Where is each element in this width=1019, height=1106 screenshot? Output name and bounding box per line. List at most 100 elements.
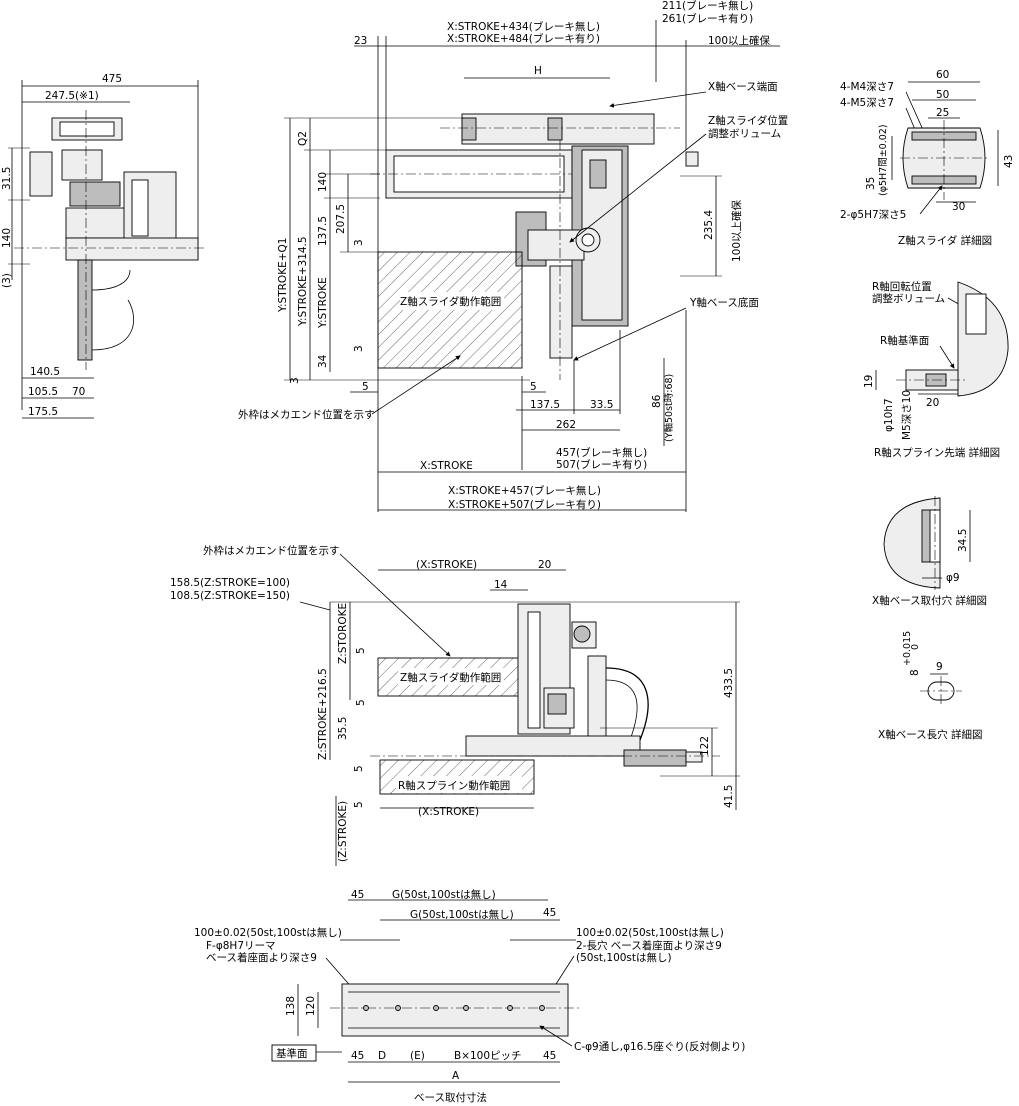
dim-z-storoke: Z:STOROKE <box>337 603 349 664</box>
dim-262: 262 <box>556 419 576 431</box>
zs-dim-50: 50 <box>936 89 949 101</box>
dim-247-5: 247.5(※1) <box>45 90 99 102</box>
dim-5-right: 5 <box>530 381 537 393</box>
r-spline-detail: R軸回転位置 調整ボリューム R軸基準面 19 φ10h7 M5深さ10 20 … <box>863 280 1009 459</box>
note-x-base-end: X軸ベース端面 <box>708 80 778 93</box>
zs-dim-25: 25 <box>936 107 949 119</box>
dim-207-5: 207.5 <box>335 204 347 234</box>
dim-122: 122 <box>699 736 711 756</box>
base-view: 45 G(50st,100stは無し) G(50st,100stは無し) 45 … <box>194 888 745 1104</box>
dim-475: 475 <box>102 73 122 85</box>
rs-dim-m5: M5深さ10 <box>901 390 913 440</box>
rs-dim-19: 19 <box>863 375 875 388</box>
dim-A: A <box>452 1070 460 1082</box>
dim-140-5: 140.5 <box>30 366 60 378</box>
note-z-slider-adjust-1: Z軸スライダ位置 <box>708 114 788 127</box>
rs-caption: R軸スプライン先端 詳細図 <box>874 446 1000 459</box>
dim-z-stroke-216-5: Z:STROKE+216.5 <box>317 668 329 760</box>
r-range-front-label: R軸スプライン動作範囲 <box>398 779 510 792</box>
rs-note-3: R軸基準面 <box>880 334 929 347</box>
dim-x-stroke-front-bottom: (X:STROKE) <box>418 806 479 818</box>
dim-Q2: Q2 <box>297 131 309 146</box>
note-y-base-bottom: Y軸ベース底面 <box>689 296 759 309</box>
dim-y-stroke-q1: Y:STROKE+Q1 <box>277 238 289 313</box>
dim-235-4: 235.4 <box>703 210 715 240</box>
xh-dim-34-5: 34.5 <box>957 529 969 552</box>
rs-dim-phi10: φ10h7 <box>883 398 895 432</box>
dim-120: 120 <box>305 996 317 1016</box>
dim-140: 140 <box>1 228 13 248</box>
dim-34: 34 <box>317 354 329 368</box>
dim-137-5-h: 137.5 <box>530 399 560 411</box>
note-thru-hole: C-φ9通し,φ16.5座ぐり(反対側より) <box>574 1040 745 1053</box>
dim-140-top: 140 <box>317 172 329 192</box>
dim-45-bottom-left: 45 <box>351 1050 364 1062</box>
dim-45-top-right: 45 <box>543 907 556 919</box>
dim-138: 138 <box>285 996 297 1016</box>
dim-3-bottom: 3 <box>289 377 301 384</box>
xs-dim-tol-upper: +0.015 <box>902 631 913 666</box>
xh-caption: X軸ベース取付穴 詳細図 <box>872 594 987 607</box>
ref-face-label: 基準面 <box>276 1047 308 1060</box>
dim-41-5: 41.5 <box>723 785 735 808</box>
z-slider-range-label: Z軸スライダ動作範囲 <box>400 295 501 308</box>
dim-35-5: 35.5 <box>337 717 349 740</box>
base-plate <box>341 983 569 1037</box>
dim-y-stroke: Y:STROKE <box>317 277 329 329</box>
note-frame-mech-end-top: 外枠はメカエンド位置を示す <box>238 408 375 421</box>
top-view: 211(ブレーキ無し) 261(ブレーキ有り) X:STROKE+434(ブレー… <box>238 0 788 512</box>
dim-5-left: 5 <box>362 381 369 393</box>
dim-5-b: 5 <box>355 699 367 706</box>
dim-x-stroke-front-top: (X:STROKE) <box>416 559 477 571</box>
dim-y50-note: (Y軸50st時:68) <box>663 374 675 442</box>
front-view: 外枠はメカエンド位置を示す (X:STROKE) 20 14 158.5(Z:S… <box>170 544 740 866</box>
zs-tol: (φ5H7間±0.02) <box>878 124 889 196</box>
dim-y-stroke-314-5: Y:STROKE+314.5 <box>297 236 309 327</box>
note-reamer-1: F-φ8H7リーマ <box>206 940 276 952</box>
rs-note-1: R軸回転位置 <box>872 280 932 293</box>
note-slot-1: 2-長穴 ベース着座面より深さ9 <box>576 939 722 952</box>
dim-x-stroke-457: X:STROKE+457(ブレーキ無し) <box>448 484 601 497</box>
dim-261: 261(ブレーキ有り) <box>662 12 753 25</box>
zs-dim-35: 35 <box>865 177 877 190</box>
dim-3-lower: 3 <box>353 345 365 352</box>
dim-100-left: 100±0.02(50st,100stは無し) <box>194 926 342 939</box>
zs-h7: 2-φ5H7深さ5 <box>840 209 906 221</box>
dim-507: 507(ブレーキ有り) <box>556 458 647 471</box>
dim-23: 23 <box>354 35 367 47</box>
zs-dim-60: 60 <box>936 69 949 81</box>
dim-5-a: 5 <box>355 647 367 654</box>
dim-45-top-left: 45 <box>351 889 364 901</box>
dim-105-5: 105.5 <box>28 386 58 398</box>
dim-5-c: 5 <box>353 765 365 772</box>
dim-45-bottom-right: 45 <box>543 1050 556 1062</box>
xs-dim-tol-lower: 0 <box>910 644 921 650</box>
note-slot-2: (50st,100stは無し) <box>576 951 672 964</box>
dim-H: H <box>534 65 542 77</box>
dim-86: 86 <box>651 394 663 408</box>
xs-dim-8: 8 <box>909 669 921 676</box>
dim-D: D <box>378 1050 386 1062</box>
dim-158-5: 158.5(Z:STROKE=100) <box>170 577 290 589</box>
dim-3: (3) <box>1 273 13 288</box>
note-frame-mech-end-front: 外枠はメカエンド位置を示す <box>203 544 340 557</box>
dim-100-right: 100±0.02(50st,100stは無し) <box>576 926 724 939</box>
dim-70: 70 <box>72 386 85 398</box>
x-hole-detail: 34.5 φ9 X軸ベース取付穴 詳細図 <box>872 496 987 607</box>
zs-m4: 4-M4深さ7 <box>840 81 894 93</box>
dim-G-1: G(50st,100stは無し) <box>392 888 496 901</box>
dim-stroke-484: X:STROKE+484(ブレーキ有り) <box>447 32 600 45</box>
zs-m5: 4-M5深さ7 <box>840 97 894 109</box>
dim-457: 457(ブレーキ無し) <box>556 446 647 459</box>
dim-stroke-434: X:STROKE+434(ブレーキ無し) <box>447 20 600 33</box>
xs-caption: X軸ベース長穴 詳細図 <box>878 728 983 741</box>
xh-dim-phi9: φ9 <box>946 572 960 584</box>
dim-x-stroke-507: X:STROKE+507(ブレーキ有り) <box>448 498 601 511</box>
dim-3-upper: 3 <box>353 239 365 246</box>
dim-211: 211(ブレーキ無し) <box>662 0 753 12</box>
dim-433-5: 433.5 <box>723 668 735 698</box>
dim-x-stroke: X:STROKE <box>420 460 473 472</box>
dim-G-2: G(50st,100stは無し) <box>410 908 514 921</box>
x-slot-detail: 8 +0.015 0 9 X軸ベース長穴 詳細図 <box>878 631 983 741</box>
